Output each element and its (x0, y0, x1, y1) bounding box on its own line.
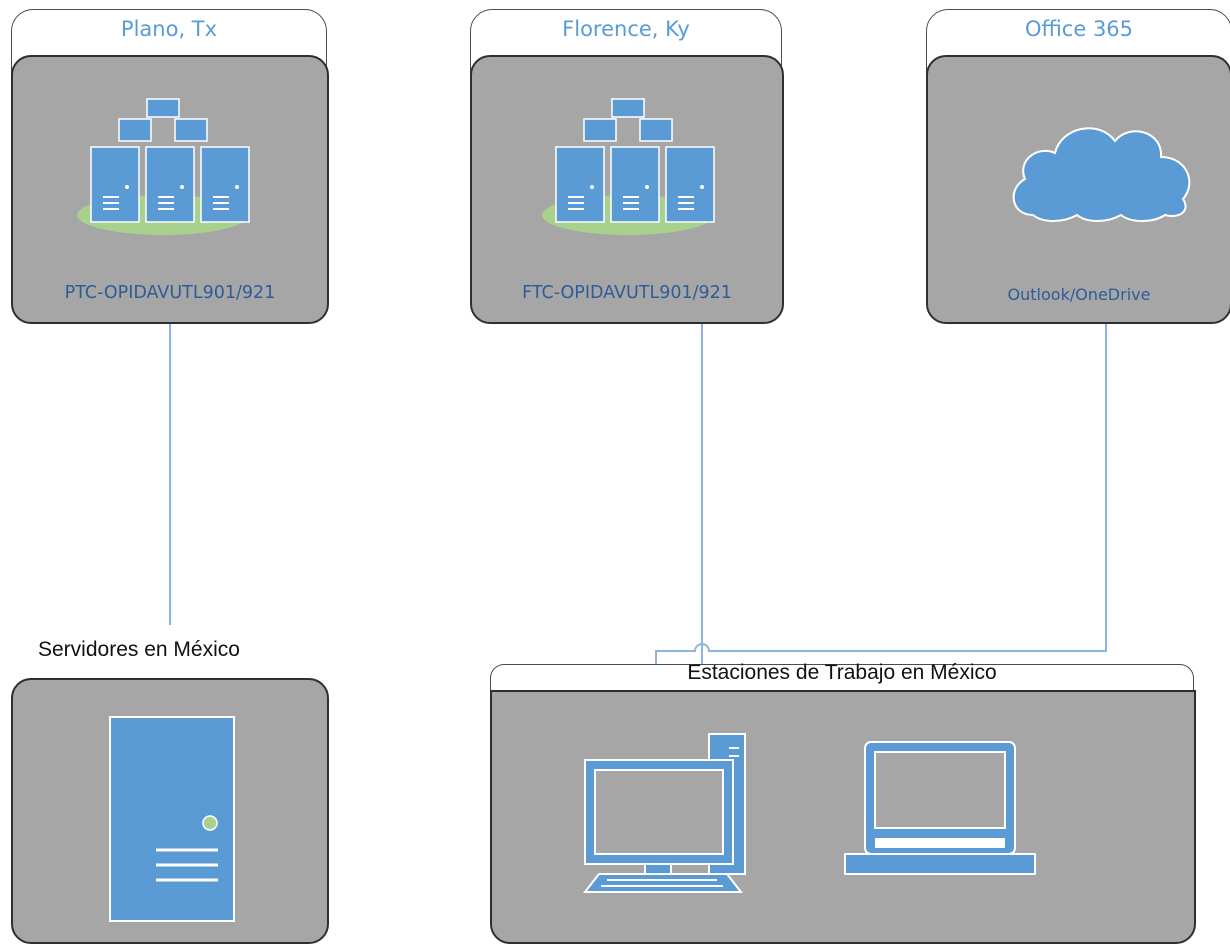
service-name-office365: Outlook/OneDrive (1007, 285, 1151, 304)
server-name-florence: FTC-OPIDAVUTL901/921 (522, 283, 732, 303)
desktop-computer-icon (582, 733, 746, 893)
mexico-servers-tile (11, 678, 329, 944)
site-location-office365: Office 365 (1024, 17, 1134, 41)
server-farm-icon (542, 98, 715, 235)
site-tile-plano: PTC-OPIDAVUTL901/921 (11, 55, 329, 324)
cloud-icon (1012, 127, 1191, 222)
site-tile-office365: Outlook/OneDrive (926, 55, 1230, 324)
mexico-servers-label: Servidores en México (38, 638, 240, 661)
site-tile-florence: FTC-OPIDAVUTL901/921 (470, 55, 784, 324)
connector-office365-to-workstations (655, 322, 1107, 664)
workstations-label: Estaciones de Trabajo en México (687, 661, 997, 684)
workstations-tile (490, 690, 1196, 944)
tower-server-icon (109, 716, 235, 922)
site-location-florence: Florence, Ky (562, 17, 690, 41)
server-name-plano: PTC-OPIDAVUTL901/921 (64, 283, 276, 303)
server-farm-icon (77, 98, 250, 235)
laptop-icon (844, 741, 1036, 875)
site-location-plano: Plano, Tx (120, 17, 218, 41)
